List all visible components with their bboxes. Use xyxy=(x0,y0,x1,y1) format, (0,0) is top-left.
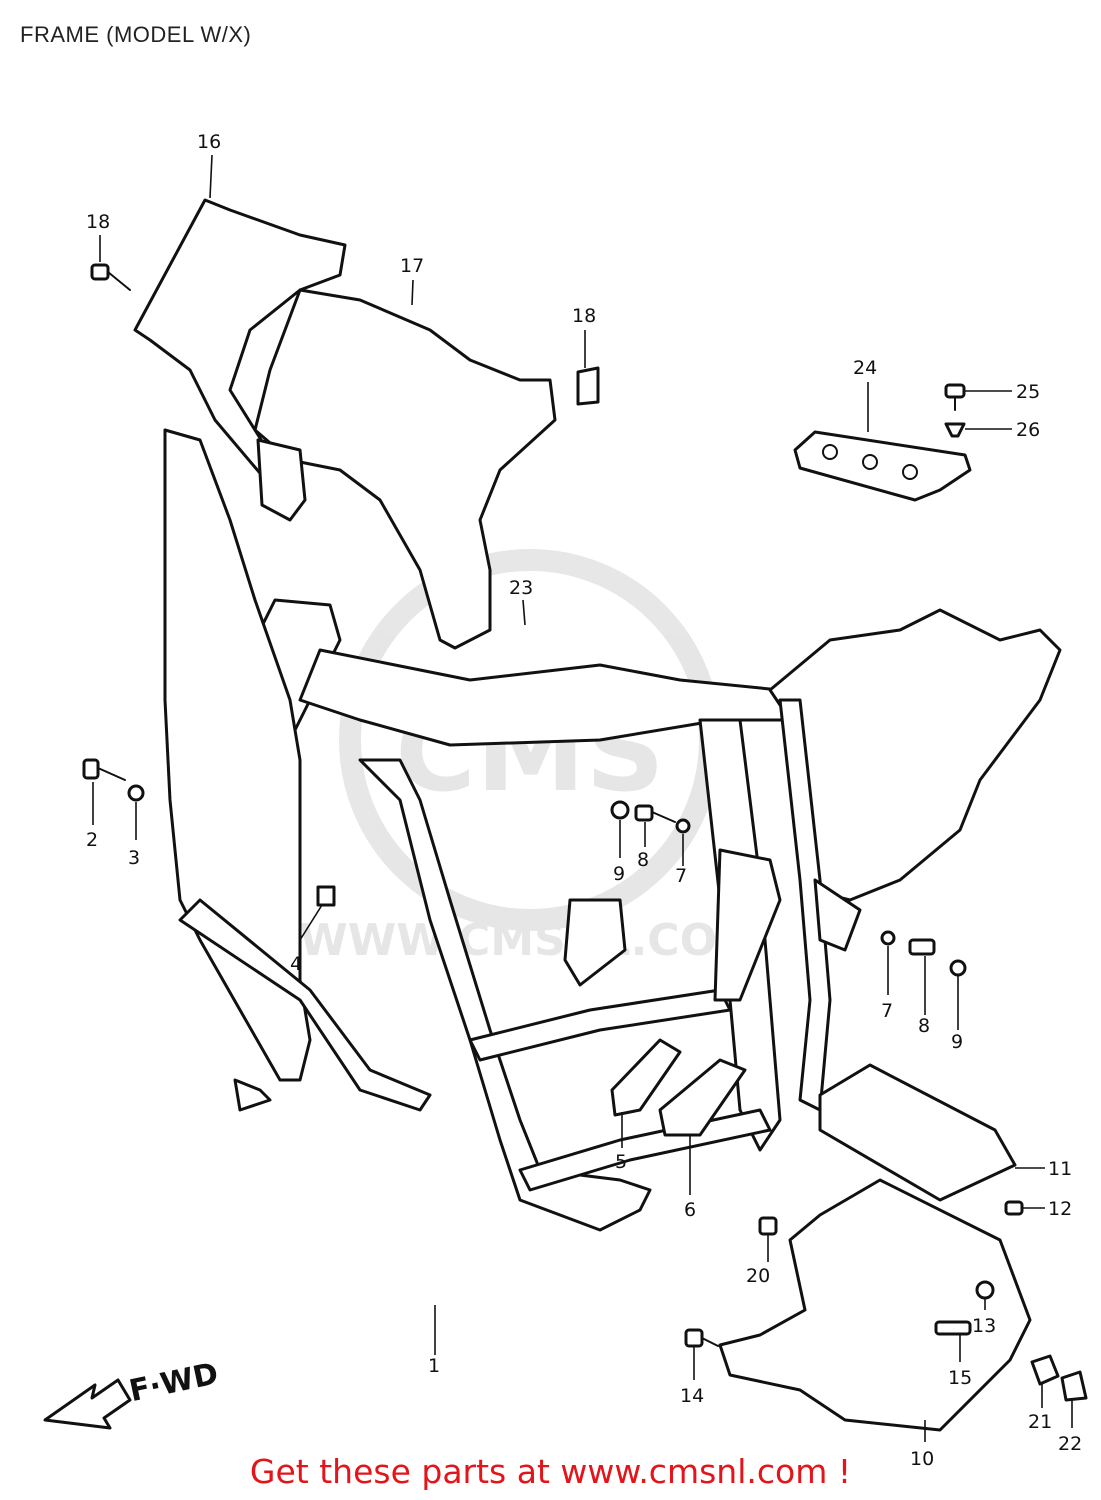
bolt-16-part xyxy=(758,1216,778,1236)
callout-4: 4 xyxy=(290,953,302,975)
cap-9-lower-part xyxy=(949,959,967,977)
washer-3-part xyxy=(127,784,145,802)
callout-7-lower: 7 xyxy=(881,1000,893,1022)
battery-holder-10-part xyxy=(718,1178,1032,1432)
cap-9-upper-part xyxy=(610,800,630,820)
cushion-26-part xyxy=(944,422,966,438)
bolt-8-lower-part xyxy=(908,938,936,956)
callout-7-upper: 7 xyxy=(675,865,687,887)
bolt-8-upper-part xyxy=(634,804,654,822)
callout-20: 17 xyxy=(400,255,424,277)
footrest-plate-5-part xyxy=(610,1038,682,1117)
callout-8-lower: 8 xyxy=(918,1015,930,1037)
callout-9-upper: 9 xyxy=(613,863,625,885)
callout-21: 18 xyxy=(572,305,596,327)
washer-7-upper-part xyxy=(675,818,691,834)
callout-2: 2 xyxy=(86,829,98,851)
footer-link[interactable]: Get these parts at www.cmsnl.com ! xyxy=(249,1452,852,1491)
fwd-label: F·WD xyxy=(126,1356,221,1409)
callout-16: 20 xyxy=(746,1265,770,1287)
bolt-12-part xyxy=(1004,1200,1024,1216)
callout-22: 18 xyxy=(86,211,110,233)
nut-13-part xyxy=(975,1280,995,1300)
callout-12: 12 xyxy=(1048,1198,1072,1220)
washer-7-lower-part xyxy=(880,930,896,946)
callout-19: 16 xyxy=(197,131,221,153)
callout-14: 14 xyxy=(680,1385,704,1407)
callout-5: 5 xyxy=(615,1151,627,1173)
screw-22-part xyxy=(90,263,131,291)
callout-10: 10 xyxy=(910,1448,934,1470)
screw-25-part xyxy=(944,383,966,399)
callout-26: 26 xyxy=(1016,419,1040,441)
battery-cover-11-part xyxy=(818,1063,1017,1202)
bolt-15-part xyxy=(934,1320,972,1336)
page-title: FRAME (MODEL W/X) xyxy=(20,22,252,47)
leader-lines xyxy=(92,154,1073,1442)
cushion-17-part xyxy=(1030,1354,1060,1386)
callout-25: 25 xyxy=(1016,381,1040,403)
forward-direction-arrow-icon xyxy=(43,1378,132,1430)
callout-15: 15 xyxy=(948,1367,972,1389)
bracket-24-part xyxy=(793,430,972,502)
callout-1: 1 xyxy=(428,1355,440,1377)
callout-23: 23 xyxy=(509,577,533,599)
nut-4-part xyxy=(316,885,336,907)
bolt-2-part xyxy=(82,758,126,781)
callout-8-upper: 8 xyxy=(637,849,649,871)
callout-9-lower: 9 xyxy=(951,1031,963,1053)
callout-17: 21 xyxy=(1028,1411,1052,1433)
frame-part xyxy=(163,428,1062,1232)
bolt-14-part xyxy=(684,1328,704,1348)
watermark-text: WWW.CMSNL.COM xyxy=(299,915,761,966)
callout-13: 13 xyxy=(972,1315,996,1337)
callout-24: 24 xyxy=(853,357,877,379)
callout-11: 11 xyxy=(1048,1158,1072,1180)
callout-3: 3 xyxy=(128,847,140,869)
cushion-18-part xyxy=(1060,1370,1088,1402)
callout-numbers: 16 18 17 18 24 25 26 23 2 3 4 9 8 7 7 8 … xyxy=(86,131,1082,1470)
callout-18: 22 xyxy=(1058,1433,1082,1455)
callout-6: 6 xyxy=(684,1199,696,1221)
clamp-part xyxy=(576,366,600,406)
footrest-plate-6-part xyxy=(658,1058,747,1137)
